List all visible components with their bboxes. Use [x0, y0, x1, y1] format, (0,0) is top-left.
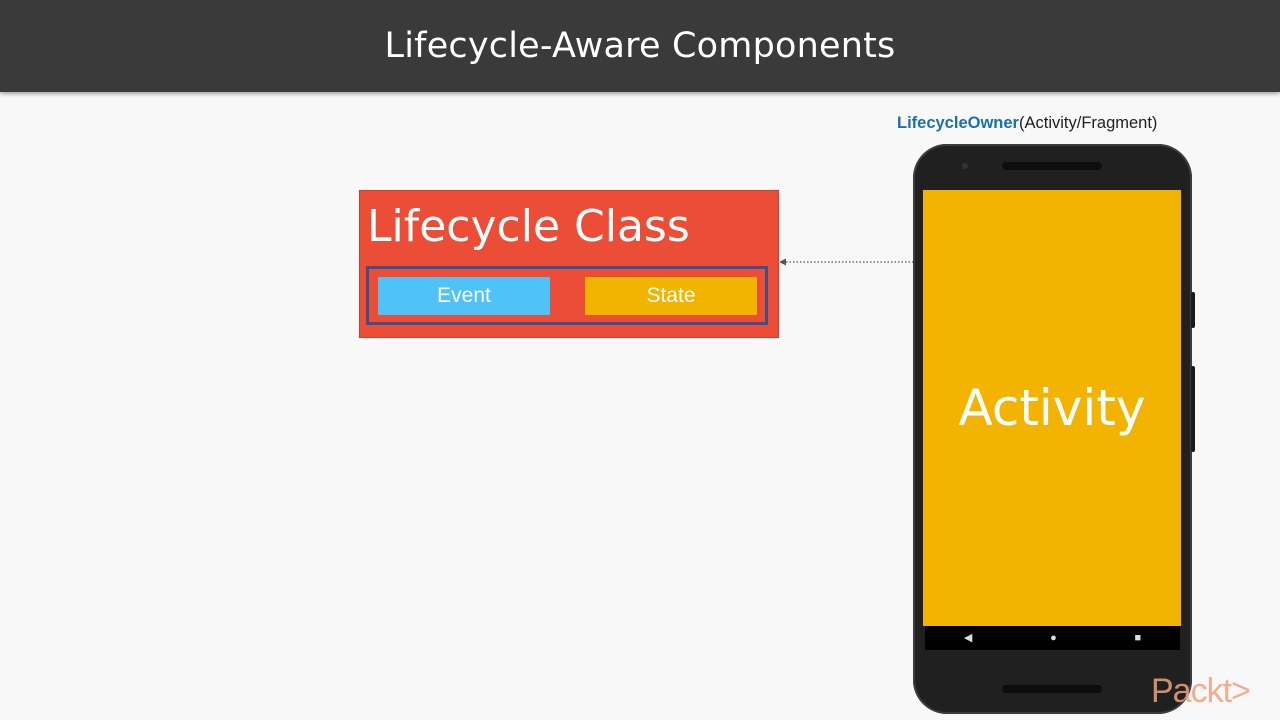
back-icon[interactable]: ◀ — [963, 631, 973, 644]
bottom-speaker — [1002, 685, 1102, 693]
activity-screen: Activity — [923, 190, 1181, 626]
phone-device: Activity ◀ ● ■ — [913, 144, 1195, 714]
volume-button — [1191, 366, 1195, 452]
camera-icon — [962, 163, 968, 169]
recents-icon[interactable]: ■ — [1134, 631, 1142, 644]
lifecycle-class-title: Lifecycle Class — [367, 201, 690, 252]
power-button — [1191, 292, 1195, 328]
brand-logo: Packt> — [1151, 672, 1251, 710]
owner-detail: (Activity/Fragment) — [1018, 114, 1158, 132]
activity-label: Activity — [958, 379, 1146, 437]
event-chip: Event — [378, 277, 550, 315]
lifecycle-class-box: Lifecycle Class Event State — [359, 190, 779, 338]
owner-name: LifecycleOwner — [897, 114, 1019, 132]
state-chip: State — [585, 277, 757, 315]
home-icon[interactable]: ● — [1050, 631, 1057, 644]
owner-to-lifecycle-arrow — [779, 258, 914, 266]
header-bar: Lifecycle-Aware Components — [0, 0, 1280, 92]
arrow-icon — [779, 258, 786, 266]
top-speaker — [1002, 162, 1102, 170]
lifecycle-owner-label: LifecycleOwner(Activity/Fragment) — [897, 114, 1157, 133]
event-state-frame: Event State — [366, 266, 768, 325]
page-title: Lifecycle-Aware Components — [384, 26, 896, 66]
navigation-bar: ◀ ● ■ — [925, 626, 1180, 650]
